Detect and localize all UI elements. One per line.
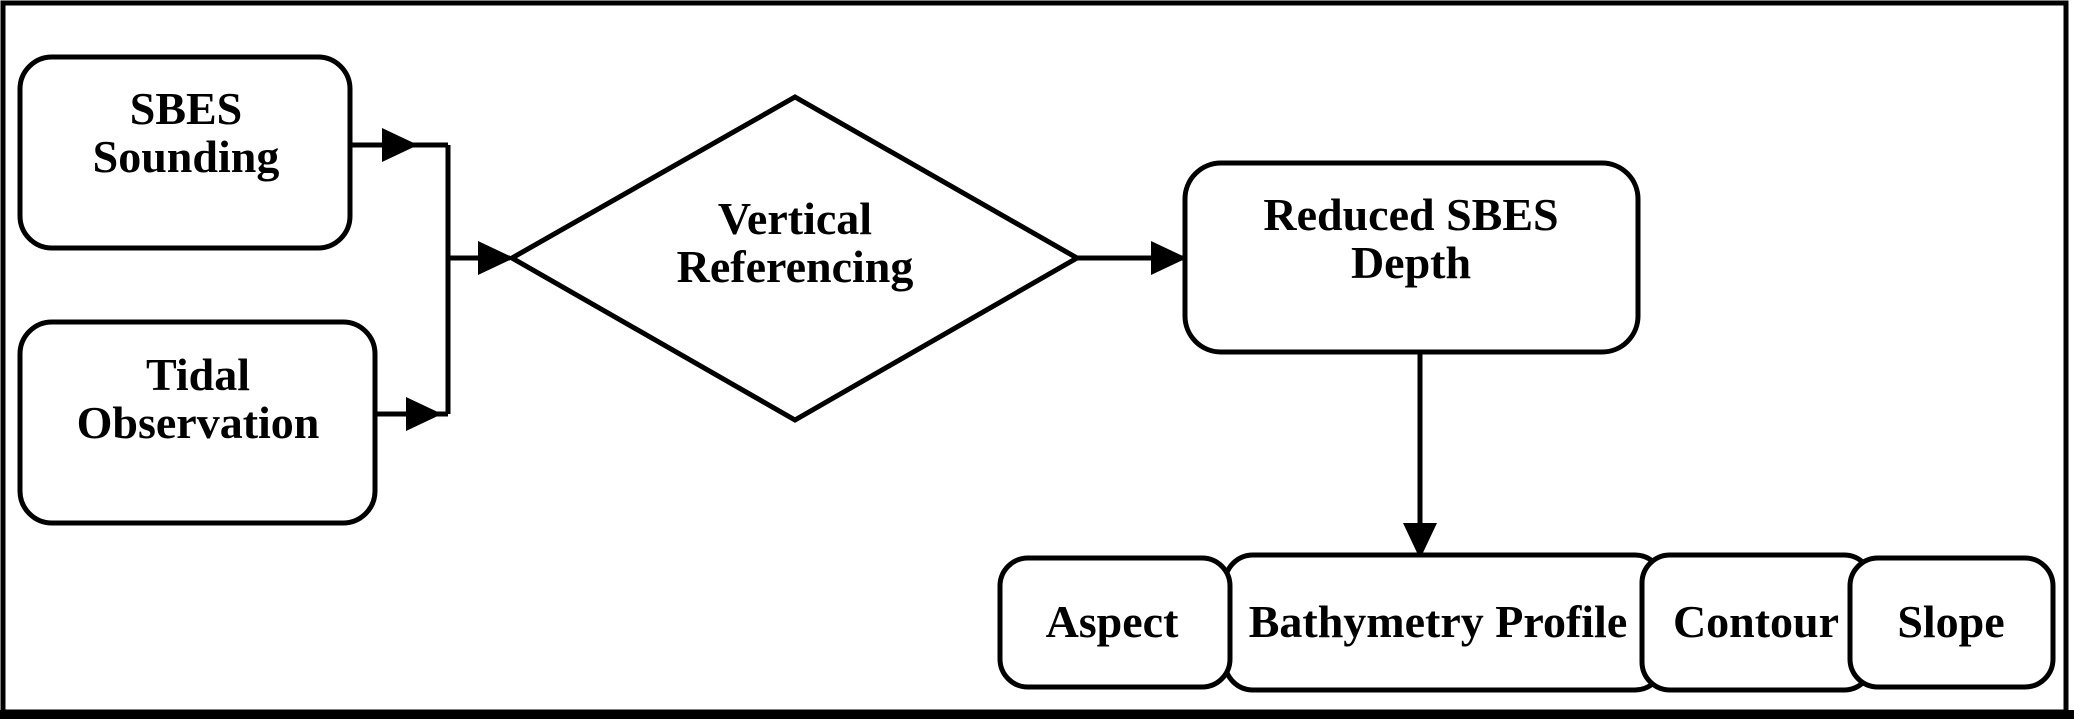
arrowhead-into-diamond xyxy=(478,241,514,275)
sbes-sounding-box xyxy=(17,54,353,251)
reduced-sbes-depth-box xyxy=(1182,160,1641,355)
tidal-observation-box xyxy=(17,319,378,526)
vertical-referencing-diamond xyxy=(506,94,1083,423)
node-tidal-observation: Tidal Observation xyxy=(17,319,378,526)
arrowhead-tidal xyxy=(406,397,442,431)
node-reduced-sbes-depth: Reduced SBES Depth xyxy=(1182,160,1641,355)
slope-label: Slope xyxy=(1897,596,2004,647)
tidal-observation-label-line1: Tidal xyxy=(146,349,250,400)
node-sbes-sounding: SBES Sounding xyxy=(17,54,353,251)
sbes-sounding-label-line2: Sounding xyxy=(93,131,280,182)
output-row: Aspect Bathymetry Profile Contour Slope xyxy=(997,552,2056,693)
vertical-referencing-label-line1: Vertical xyxy=(718,193,872,244)
aspect-label: Aspect xyxy=(1046,596,1180,647)
edge-group xyxy=(350,128,1437,559)
vertical-referencing-label-line2: Referencing xyxy=(677,241,914,292)
node-vertical-referencing: Vertical Referencing xyxy=(506,94,1083,423)
sbes-sounding-label-line1: SBES xyxy=(130,83,243,134)
tidal-observation-label-line2: Observation xyxy=(77,397,320,448)
arrowhead-into-row xyxy=(1403,523,1437,559)
contour-label: Contour xyxy=(1673,596,1839,647)
arrowhead-into-reduced xyxy=(1151,241,1187,275)
reduced-sbes-depth-label-line2: Depth xyxy=(1351,237,1471,288)
arrowhead-sbes xyxy=(382,128,418,162)
reduced-sbes-depth-label-line1: Reduced SBES xyxy=(1263,189,1558,240)
aspect-box xyxy=(997,555,1233,690)
slope-box xyxy=(1847,555,2056,690)
bathymetry-profile-label: Bathymetry Profile xyxy=(1249,596,1628,647)
